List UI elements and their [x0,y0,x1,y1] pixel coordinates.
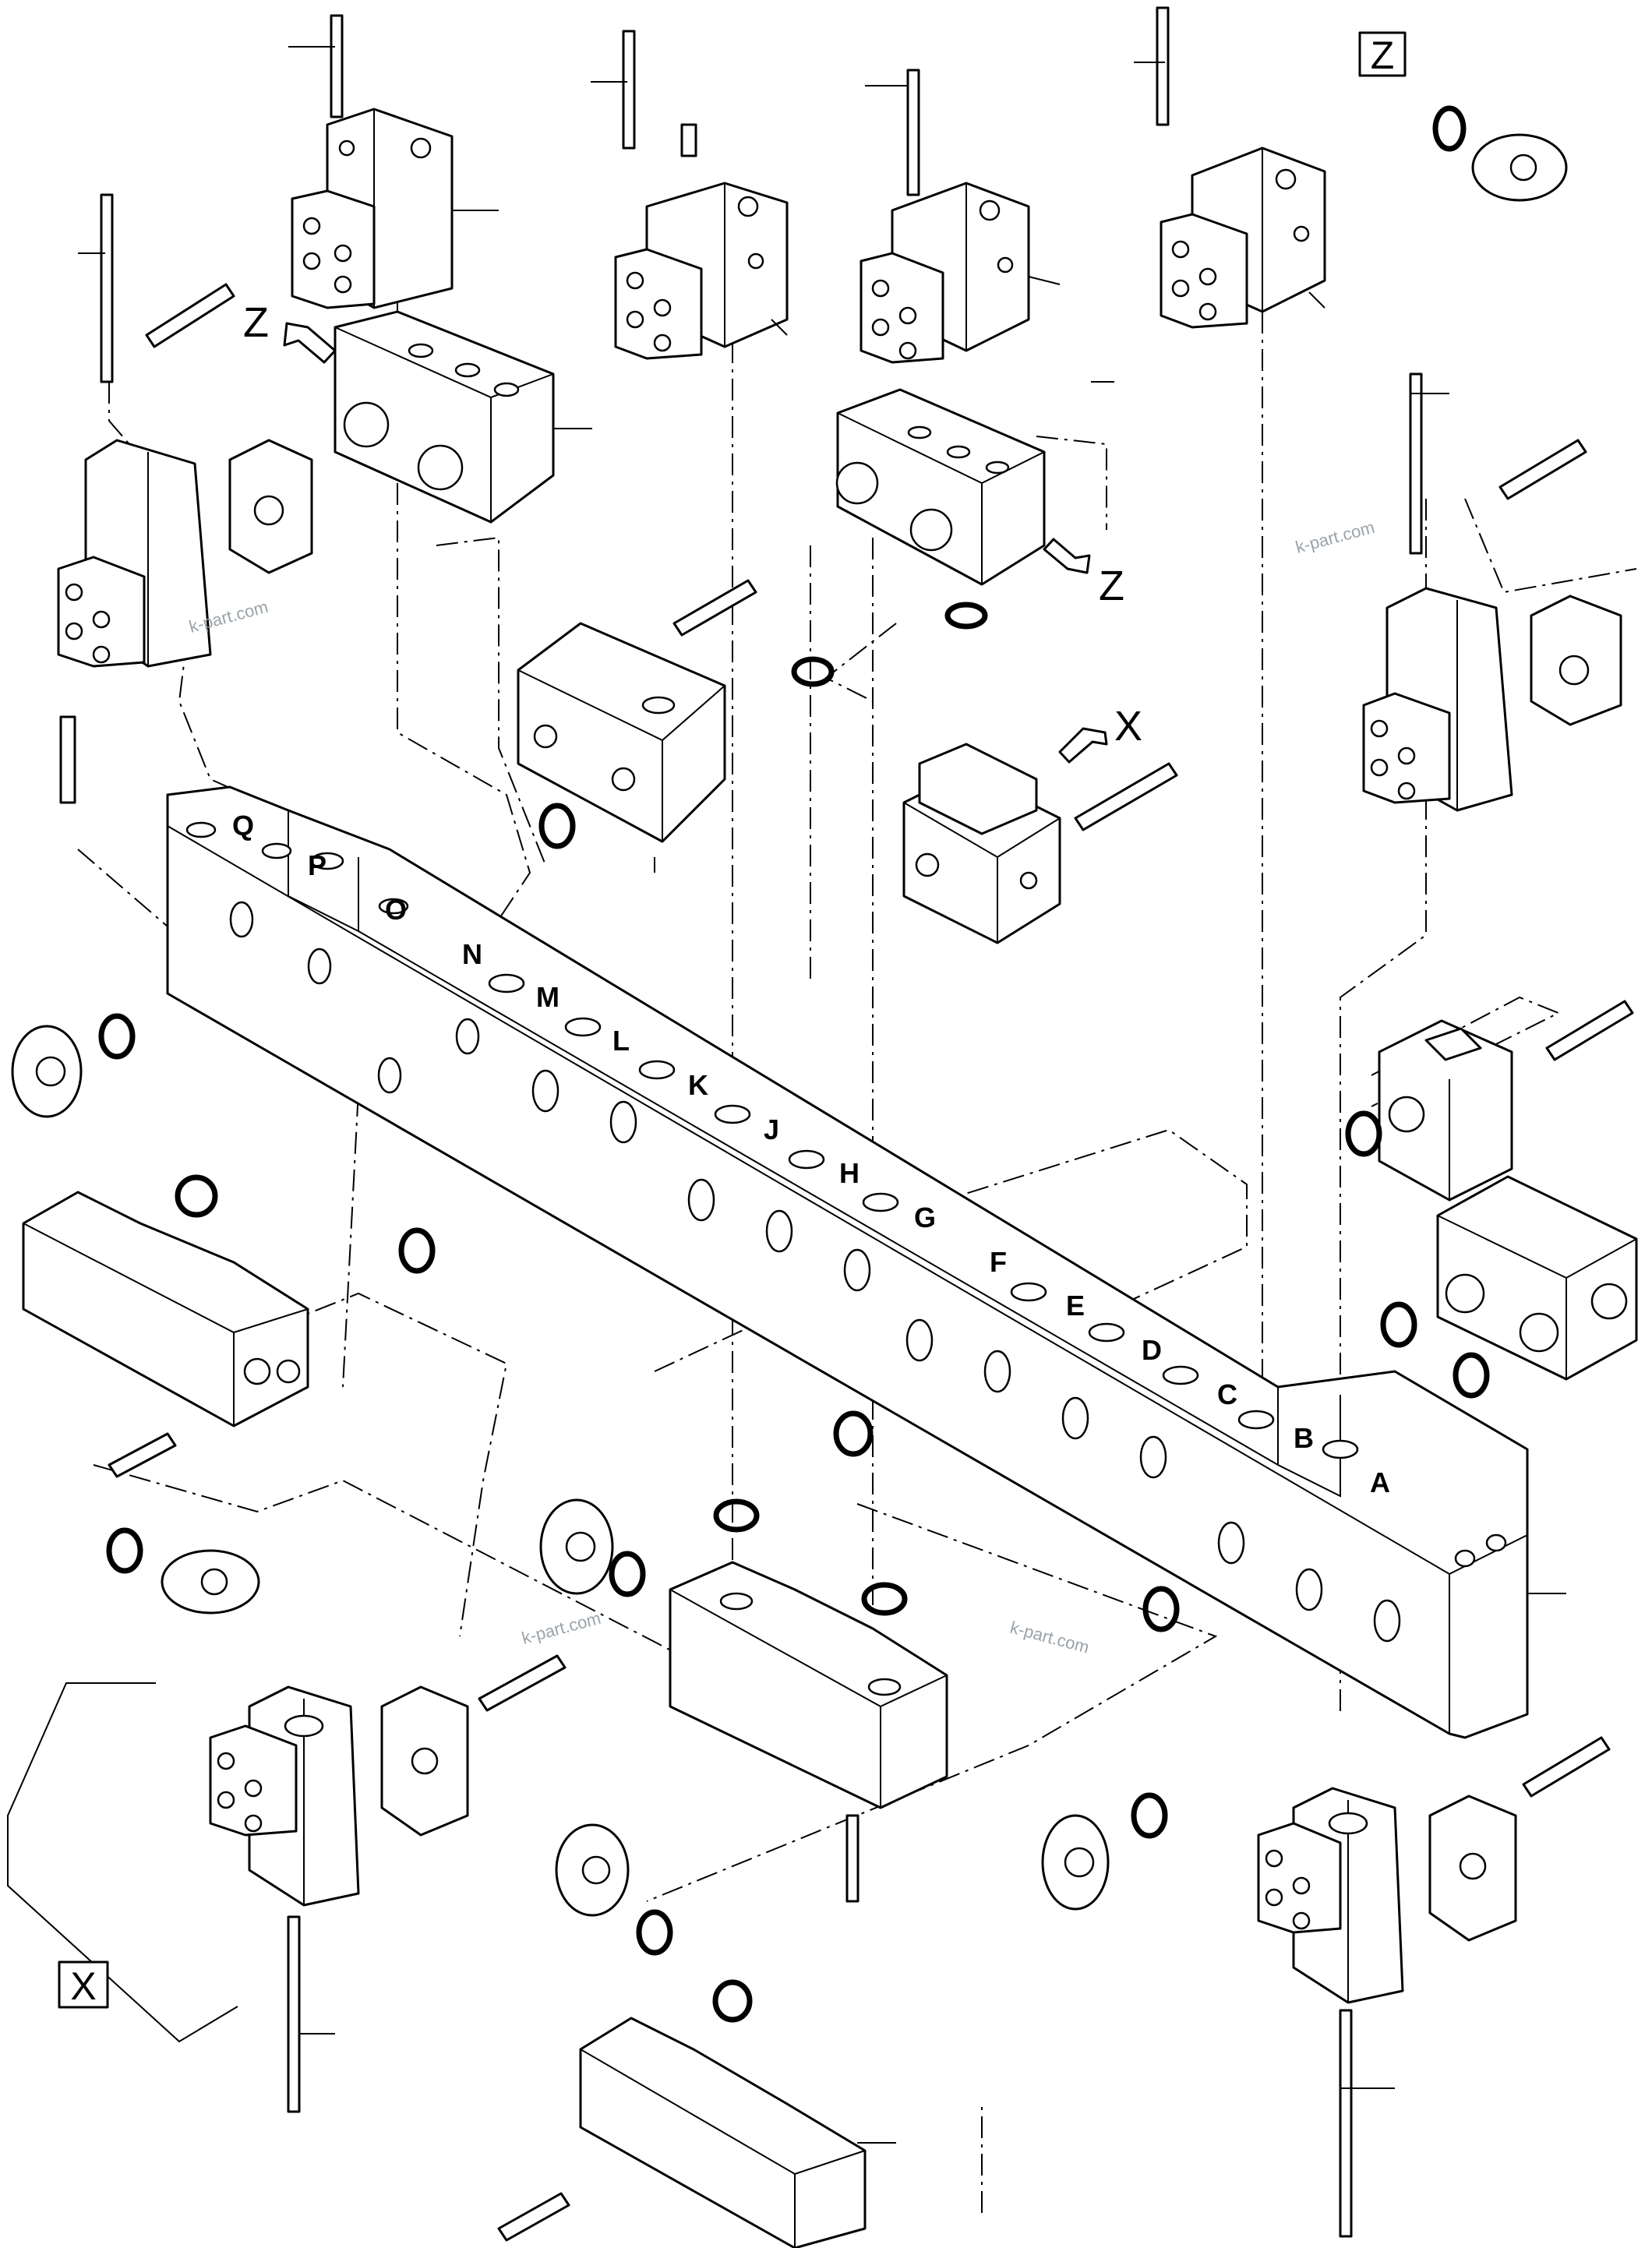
flange-left-upper [11,1025,83,1118]
side-block-right-lower [1436,1175,1638,1381]
subplate-z-right [835,388,1046,586]
flange-bottom-right [1041,1814,1110,1911]
z-view-arrow-right [1043,538,1091,574]
valve-assembly-bottom-left [209,1685,469,2113]
watermark: k-part.com [1008,1618,1092,1657]
intermediate-block-center [517,622,726,843]
port-letter: B [1294,1422,1314,1454]
port-letter: E [1066,1290,1085,1322]
view-callouts: Z Z X [243,299,1142,764]
pilot-block-x [902,743,1061,944]
port-letter: D [1142,1334,1162,1366]
o-rings [98,105,1490,2023]
port-letter: P [308,849,327,881]
port-letter: G [914,1202,936,1233]
port-letter: O [385,894,407,926]
valve-assembly-left [57,193,313,668]
center-bottom-block [669,1561,948,1809]
valve-assembly-right [1362,372,1622,812]
port-letter: A [1370,1466,1390,1498]
port-letters: Q P O N M L K J H G F E D C B A [232,810,1390,1498]
x-view-callout: X [1114,703,1142,750]
x-view-arrow [1058,727,1108,764]
detail-box-z: Z [1358,31,1407,77]
end-plate-bottom [579,2017,867,2248]
detail-box-x-label: X [70,1964,96,2008]
detail-box-z-label: Z [1371,34,1395,77]
z-view-arrow-left [283,322,337,364]
valve-assembly-bottom-right [1257,1787,1517,2238]
detail-box-x: X [58,1960,109,2009]
port-letter: K [688,1069,708,1101]
valve-assembly-top-4 [1156,6,1326,329]
valve-assembly-top-3 [860,69,1030,364]
part-leader-lines [7,46,1566,2144]
port-letter: N [462,938,482,970]
z-view-callout-right: Z [1099,563,1124,609]
side-block-right-upper [1378,1019,1513,1202]
valve-assembly-top-1 [291,14,499,309]
main-manifold-block [166,785,1529,1739]
port-letter: L [612,1025,630,1057]
subplate-z-left [334,310,555,524]
port-letter: C [1217,1378,1237,1410]
watermark: k-part.com [520,1608,603,1648]
flange-center-lower [555,1823,630,1917]
flange-left-lower [161,1549,260,1615]
port-letter: Q [232,810,254,842]
valve-assembly-top-2 [614,30,789,360]
flanges [11,133,1568,1917]
flange-z-detail [1471,133,1568,202]
watermark: k-part.com [1294,517,1377,557]
port-letter: M [536,981,559,1013]
port-letter: J [764,1113,779,1145]
bolts [59,283,1634,2242]
port-letter: H [839,1157,860,1189]
z-view-callout-left: Z [243,299,269,346]
port-letter: F [990,1246,1007,1278]
flange-center-upper [539,1498,614,1595]
end-plate-left [22,1191,309,1427]
